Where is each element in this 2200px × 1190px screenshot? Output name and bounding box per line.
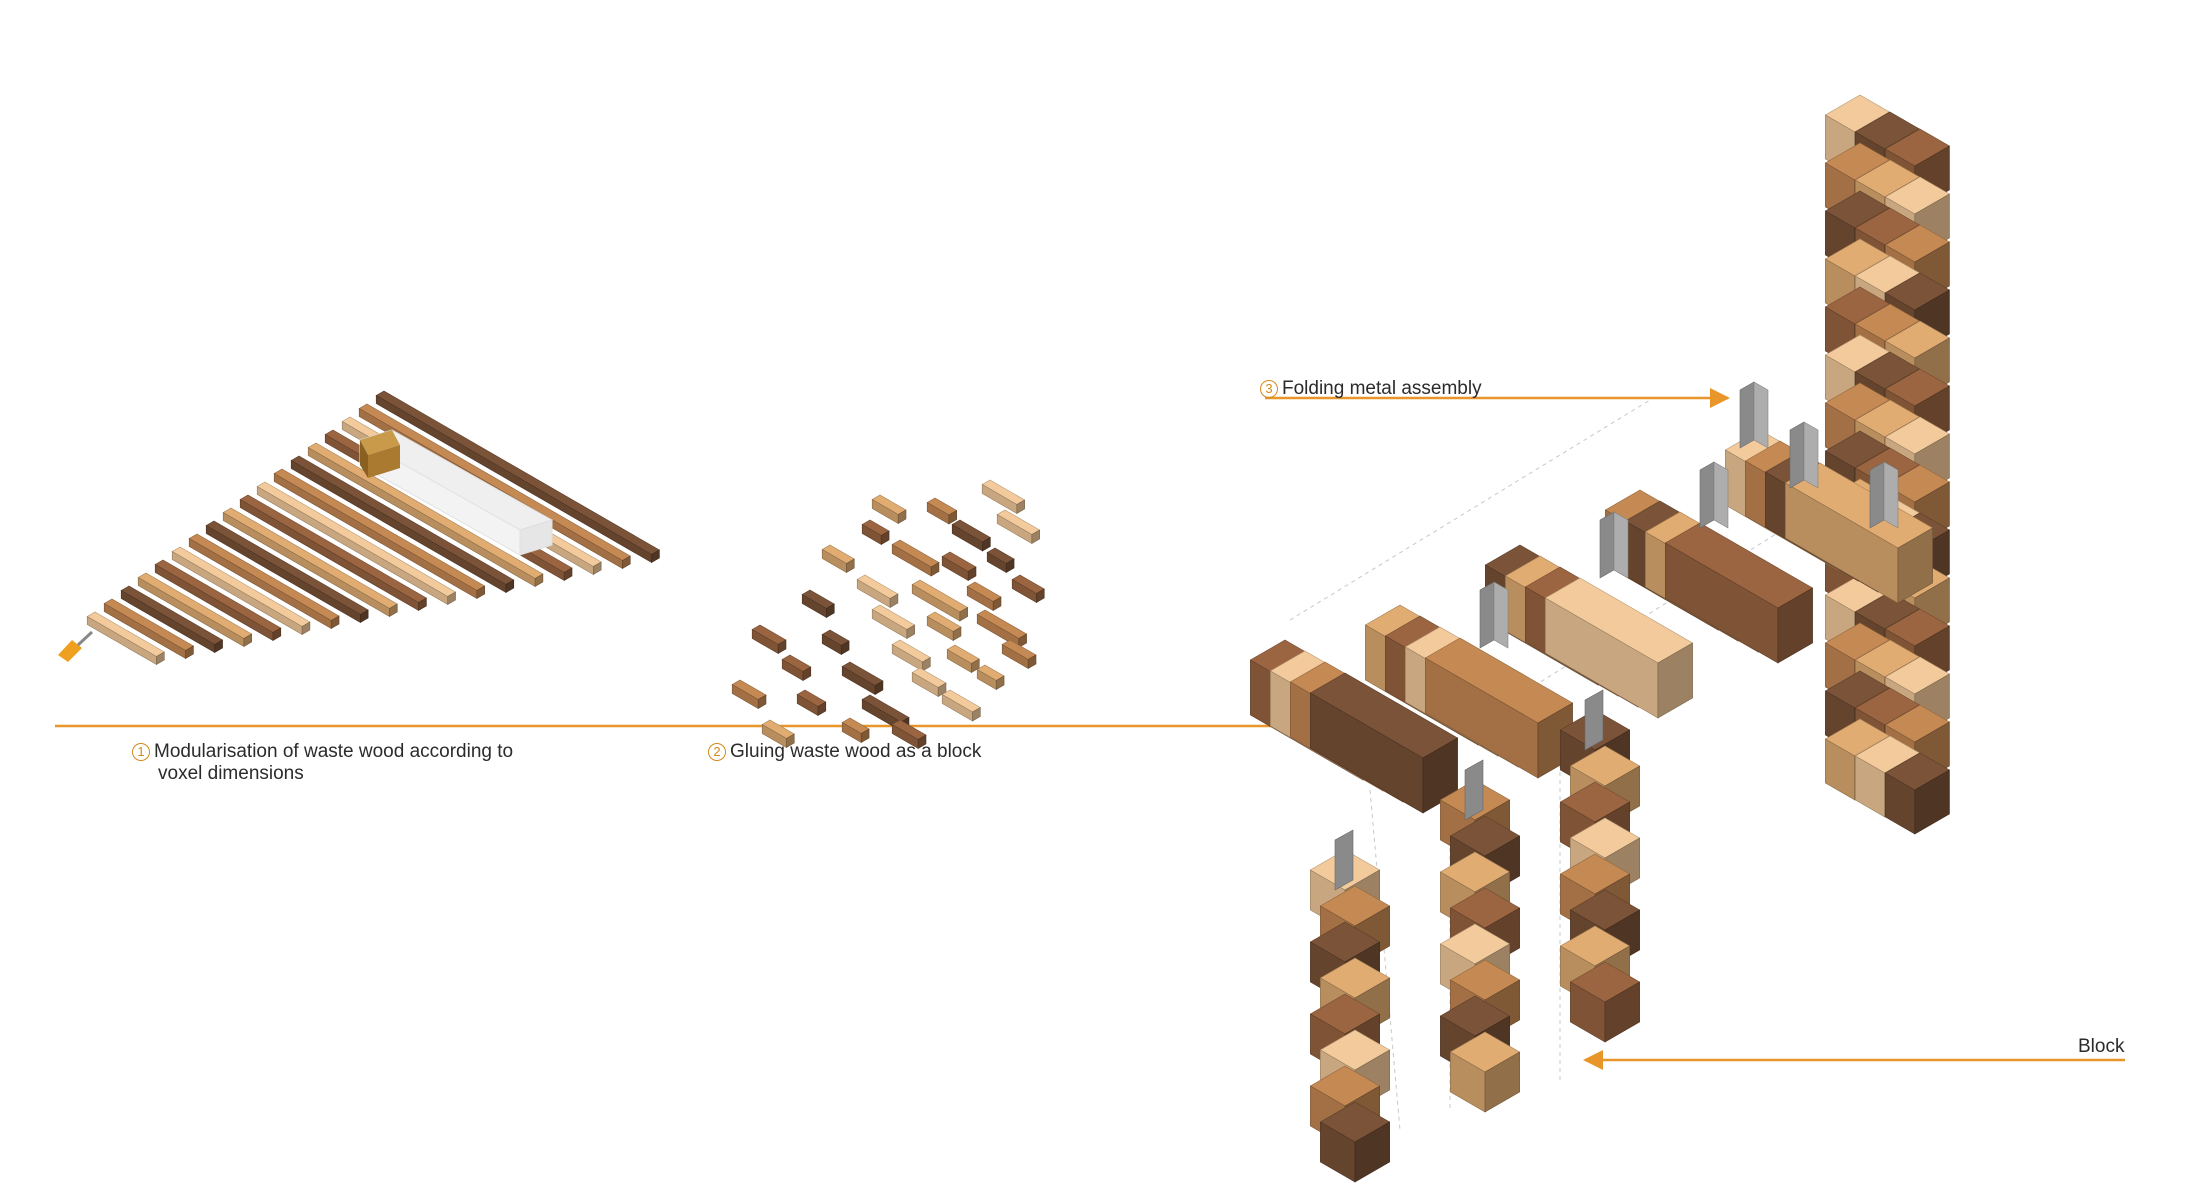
- metal-bracket: [1599, 511, 1615, 579]
- metal-bracket: [1699, 461, 1715, 529]
- step-3-text: Folding metal assembly: [1282, 378, 1482, 399]
- step-2-number: 2: [708, 742, 726, 761]
- metal-bracket: [1789, 421, 1805, 489]
- leg-metal-bracket: [1584, 689, 1604, 751]
- metal-bracket: [1739, 381, 1755, 449]
- leg-metal-bracket: [1334, 829, 1354, 891]
- guide-line: [1369, 789, 1401, 1131]
- block-label: Block: [2078, 1036, 2124, 1058]
- leg-metal-bracket: [1464, 759, 1484, 821]
- step-1-number: 1: [132, 742, 150, 761]
- step-3-number: 3: [1260, 379, 1278, 398]
- step-1-text-line2: voxel dimensions: [158, 763, 304, 784]
- voxel-reference-row: [358, 429, 554, 556]
- saw-icon: [58, 630, 94, 662]
- voxel-cube: [360, 430, 400, 455]
- furniture-assembly: [1249, 94, 1951, 1183]
- step-1-text-line1: Modularisation of waste wood according t…: [154, 741, 514, 762]
- metal-bracket: [1479, 581, 1495, 649]
- block-text: Block: [2078, 1036, 2125, 1057]
- guide-line: [1479, 499, 1831, 721]
- metal-bracket: [1869, 461, 1885, 529]
- guide-line: [1289, 399, 1651, 621]
- modularised-wood-sticks: [86, 390, 660, 666]
- step-2-text: Gluing waste wood as a block: [730, 741, 982, 762]
- glued-wood-pieces: [731, 479, 1045, 750]
